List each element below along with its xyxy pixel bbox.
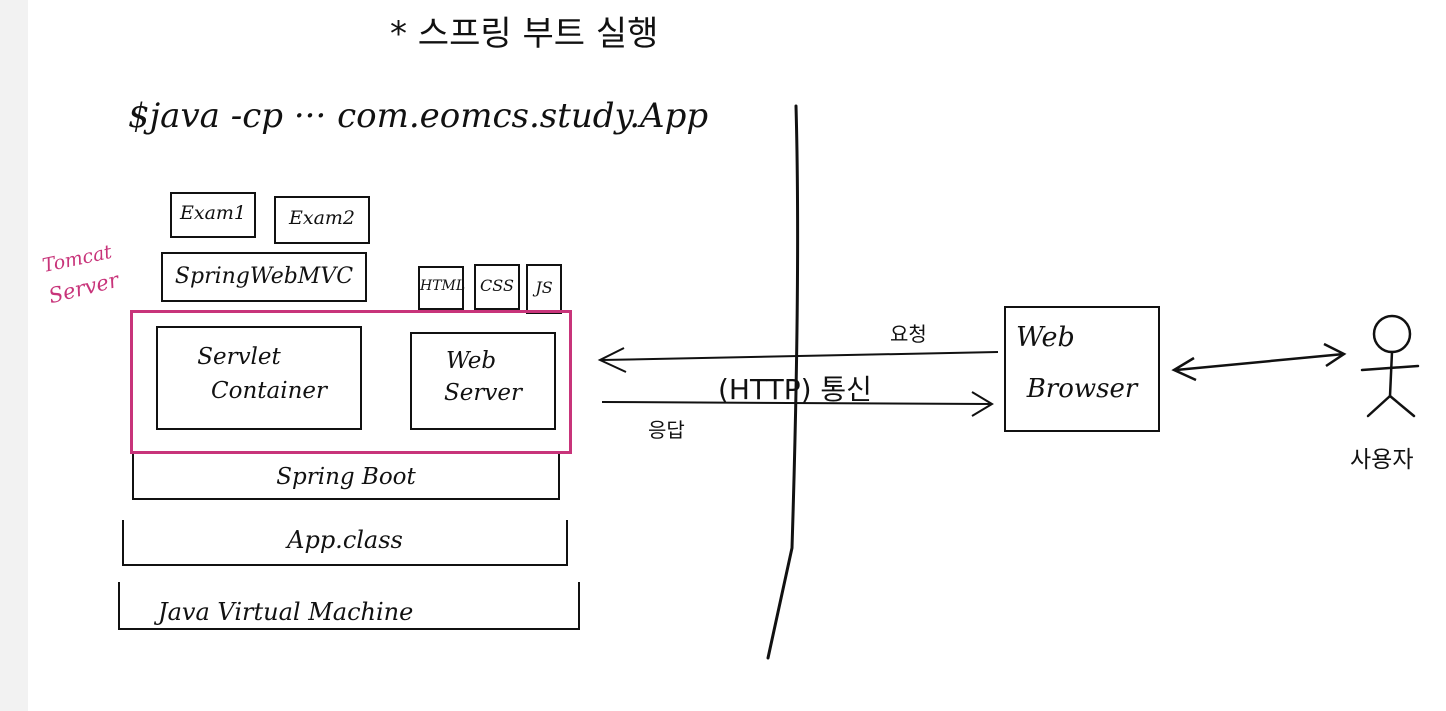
diagram-title: * 스프링 부트 실행: [390, 14, 659, 54]
user-label: 사용자: [1350, 447, 1414, 473]
spring-webmvc-box: SpringWebMVC: [161, 252, 367, 302]
web-server-box: Web Server: [410, 332, 556, 430]
spring-boot-layer: Spring Boot: [132, 454, 560, 500]
app-label-exam1: Exam1: [179, 202, 247, 224]
request-label: 요청: [890, 322, 927, 346]
spring-boot-label: Spring Boot: [276, 464, 416, 490]
user-leg-right: [1388, 394, 1416, 418]
jvm-label: Java Virtual Machine: [158, 598, 414, 626]
user-body: [1388, 350, 1394, 398]
browser-user-arrow-head-left: [1171, 356, 1197, 382]
servlet-container-line2: Container: [211, 378, 327, 404]
response-arrow-head: [971, 391, 994, 417]
browser-user-arrow-head-right: [1323, 342, 1347, 368]
app-class-layer: App.class: [122, 520, 568, 566]
spring-webmvc-label: SpringWebMVC: [174, 264, 354, 289]
response-arrow: [601, 401, 991, 405]
user-leg-left: [1366, 394, 1392, 418]
servlet-container-line1: Servlet: [197, 344, 281, 370]
web-browser-line1: Web: [1016, 322, 1075, 353]
web-server-line1: Web: [445, 348, 497, 374]
static-file-html: HTML: [418, 266, 466, 310]
servlet-container-box: Servlet Container: [156, 326, 362, 430]
response-label: 응답: [648, 418, 685, 442]
app-box-exam2: Exam2: [274, 196, 370, 244]
tomcat-server-box: [130, 310, 572, 454]
app-label-exam2: Exam2: [288, 207, 356, 229]
http-communication-label: (HTTP) 통신: [718, 373, 872, 406]
user-arms: [1360, 364, 1420, 372]
diagram-canvas: * 스프링 부트 실행 $java -cp ··· com.eomcs.stud…: [28, 0, 1446, 711]
diagram-lines: [597, 104, 1420, 660]
web-browser-line2: Browser: [1026, 374, 1138, 404]
run-command: $java -cp ··· com.eomcs.study.App: [128, 96, 709, 136]
app-box-exam1: Exam1: [170, 192, 256, 238]
web-server-line2: Server: [444, 380, 522, 406]
web-browser-box: Web Browser: [1004, 306, 1160, 432]
request-arrow: [601, 351, 999, 361]
static-label-css: CSS: [480, 276, 514, 295]
user-stick-figure: [1360, 314, 1420, 418]
static-file-js: JS: [526, 264, 562, 314]
network-divider-line: [766, 104, 800, 660]
jvm-layer: Java Virtual Machine: [118, 582, 580, 630]
request-arrow-head: [597, 347, 627, 373]
browser-user-arrow: [1175, 352, 1345, 372]
static-label-html: HTML: [420, 278, 466, 294]
static-label-js: JS: [535, 278, 553, 297]
app-class-label: App.class: [287, 526, 403, 554]
user-head: [1372, 314, 1412, 354]
static-file-css: CSS: [474, 264, 520, 310]
